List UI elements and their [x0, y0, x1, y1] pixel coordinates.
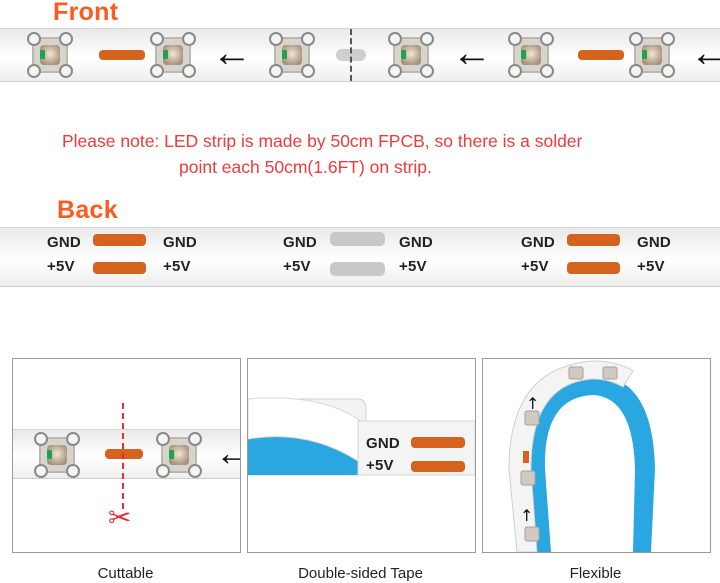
svg-text:↑: ↑	[526, 394, 539, 413]
solder-pad	[567, 234, 620, 246]
led-chip	[508, 32, 554, 78]
solder-pad	[93, 262, 146, 274]
led-chip	[629, 32, 675, 78]
led-chip	[156, 432, 202, 478]
front-heading: Front	[53, 0, 119, 26]
front-strip: ← ← ←	[0, 28, 720, 82]
strip-closeup: ←	[13, 429, 240, 479]
led-chip	[150, 32, 196, 78]
direction-arrow-icon: ←	[215, 433, 240, 473]
led-chip	[388, 32, 434, 78]
solder-joint	[330, 262, 385, 276]
back-heading: Back	[57, 196, 118, 224]
v5-label: +5V	[637, 258, 665, 275]
svg-text:↑: ↑	[520, 506, 533, 525]
tape-panel: GND +5V	[247, 358, 476, 553]
gnd-label: GND	[637, 234, 671, 251]
resistor	[99, 50, 145, 60]
back-strip: GND +5V GND +5V GND +5V GND +5V GND +5V …	[0, 227, 720, 287]
led-chip	[269, 32, 315, 78]
v5-label: +5V	[163, 258, 191, 275]
cut-line	[350, 29, 353, 81]
solder-pad	[411, 461, 465, 472]
gnd-label: GND	[47, 234, 81, 251]
v5-label: +5V	[399, 258, 427, 275]
caption-tape: Double-sided Tape	[298, 565, 423, 582]
gnd-label: GND	[366, 435, 400, 452]
led-chip	[34, 432, 80, 478]
note-line-2: point each 50cm(1.6FT) on strip.	[179, 157, 432, 177]
solder-pad	[411, 437, 465, 448]
direction-arrow-icon: ←	[452, 31, 492, 75]
gnd-label: GND	[283, 234, 317, 251]
gnd-label: GND	[399, 234, 433, 251]
resistor	[105, 449, 143, 459]
direction-arrow-icon: ←	[212, 31, 252, 75]
v5-label: +5V	[47, 258, 75, 275]
solder-pad	[567, 262, 620, 274]
resistor	[578, 50, 624, 60]
caption-flexible: Flexible	[569, 565, 622, 582]
bent-strip-illustration: ↑ ↑	[508, 360, 655, 552]
caption-cuttable: Cuttable	[97, 565, 154, 582]
scissors-icon: ✂	[108, 502, 132, 533]
gnd-label: GND	[521, 234, 555, 251]
tape-illustration	[248, 397, 475, 476]
v5-label: +5V	[521, 258, 549, 275]
direction-arrow-icon: ←	[690, 31, 720, 75]
solder-pad	[93, 234, 146, 246]
cut-line	[122, 403, 124, 509]
solder-joint	[330, 232, 385, 246]
solder-note: Please note: LED strip is made by 50cm F…	[62, 128, 682, 180]
flexible-panel: ↑ ↑	[482, 358, 711, 553]
v5-label: +5V	[366, 457, 394, 474]
gnd-label: GND	[163, 234, 197, 251]
v5-label: +5V	[283, 258, 311, 275]
cuttable-panel: ← ✂	[12, 358, 241, 553]
note-line-1: Please note: LED strip is made by 50cm F…	[62, 131, 583, 151]
led-chip	[27, 32, 73, 78]
